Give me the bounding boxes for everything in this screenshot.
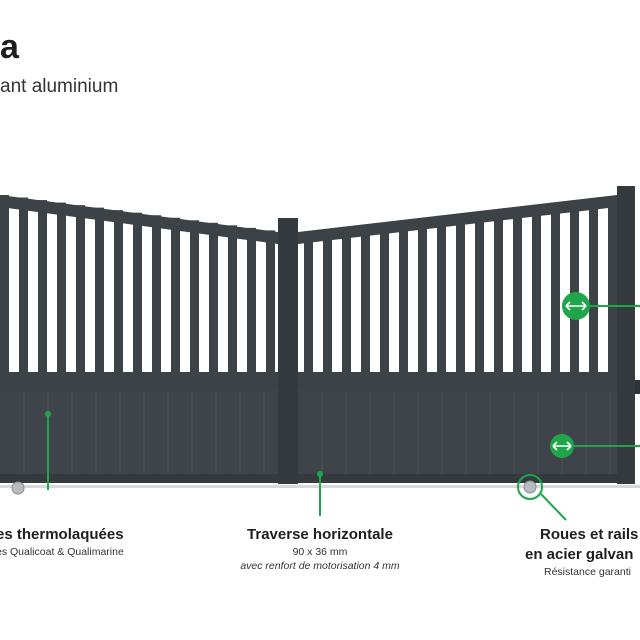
picket — [190, 220, 199, 372]
picket — [570, 200, 579, 372]
coating-sub: es Qualicoat & Qualimarine — [0, 546, 124, 558]
rail-title: Traverse horizontale — [247, 526, 393, 543]
picket — [494, 209, 503, 372]
center-post — [278, 218, 298, 484]
picket — [475, 211, 484, 372]
picket — [304, 231, 313, 372]
picket — [323, 229, 332, 372]
callout-lines — [47, 305, 640, 521]
product-subtitle: ant aluminium — [0, 76, 119, 97]
picket — [152, 215, 161, 372]
left-gate-leaf — [0, 195, 280, 483]
left-wheel-icon — [11, 481, 25, 495]
picket — [0, 195, 9, 372]
arrow-left-right-icon — [562, 292, 590, 320]
wheels-sub: Résistance garanti — [544, 566, 631, 578]
picket — [95, 207, 104, 372]
picket — [456, 213, 465, 372]
arrow-left-right-icon — [550, 434, 574, 458]
coating-title: es thermolaquées — [0, 526, 124, 543]
left-horizontal-rail — [0, 372, 280, 390]
left-panel-marker — [45, 411, 51, 417]
product-title: a — [0, 28, 19, 66]
picket — [608, 196, 617, 372]
right-end-post — [617, 186, 635, 484]
center-rail-marker — [317, 471, 323, 477]
picket — [342, 226, 351, 372]
right-wheel-icon — [523, 480, 537, 494]
right-horizontal-rail — [298, 372, 620, 390]
picket — [266, 230, 275, 372]
picket — [133, 212, 142, 372]
picket — [513, 207, 522, 372]
rail-note: avec renfort de motorisation 4 mm — [240, 560, 400, 572]
wheel-highlight-ring — [517, 474, 543, 500]
left-bars — [0, 195, 275, 372]
right-bars — [304, 196, 617, 372]
picket — [247, 227, 256, 372]
right-bottom-rail — [298, 474, 620, 483]
picket — [532, 204, 541, 372]
left-bottom-panel — [0, 390, 280, 482]
picket — [551, 202, 560, 372]
picket — [228, 225, 237, 372]
picket — [171, 217, 180, 372]
label-horizontal-rail: Traverse horizontale 90 x 36 mm avec ren… — [220, 525, 420, 573]
picket — [418, 218, 427, 372]
picket — [361, 224, 370, 372]
wheels-title-line2: en acier galvan — [525, 546, 634, 563]
label-coating: es thermolaquées es Qualicoat & Qualimar… — [0, 525, 146, 559]
picket — [76, 205, 85, 372]
picket — [57, 202, 66, 372]
right-post-cap — [635, 380, 640, 394]
label-wheels-rails: Roues et rails en acier galvan Résistanc… — [520, 525, 640, 579]
wheels-title-line1: Roues et rails — [540, 526, 639, 543]
picket — [38, 200, 47, 372]
picket — [19, 197, 28, 372]
picket — [437, 215, 446, 372]
right-gate-leaf — [298, 195, 620, 483]
picket — [114, 210, 123, 372]
picket — [399, 220, 408, 372]
picket — [209, 222, 218, 372]
picket — [589, 198, 598, 372]
left-bottom-rail — [0, 474, 280, 483]
rail-dimensions: 90 x 36 mm — [292, 546, 348, 558]
picket — [380, 222, 389, 372]
